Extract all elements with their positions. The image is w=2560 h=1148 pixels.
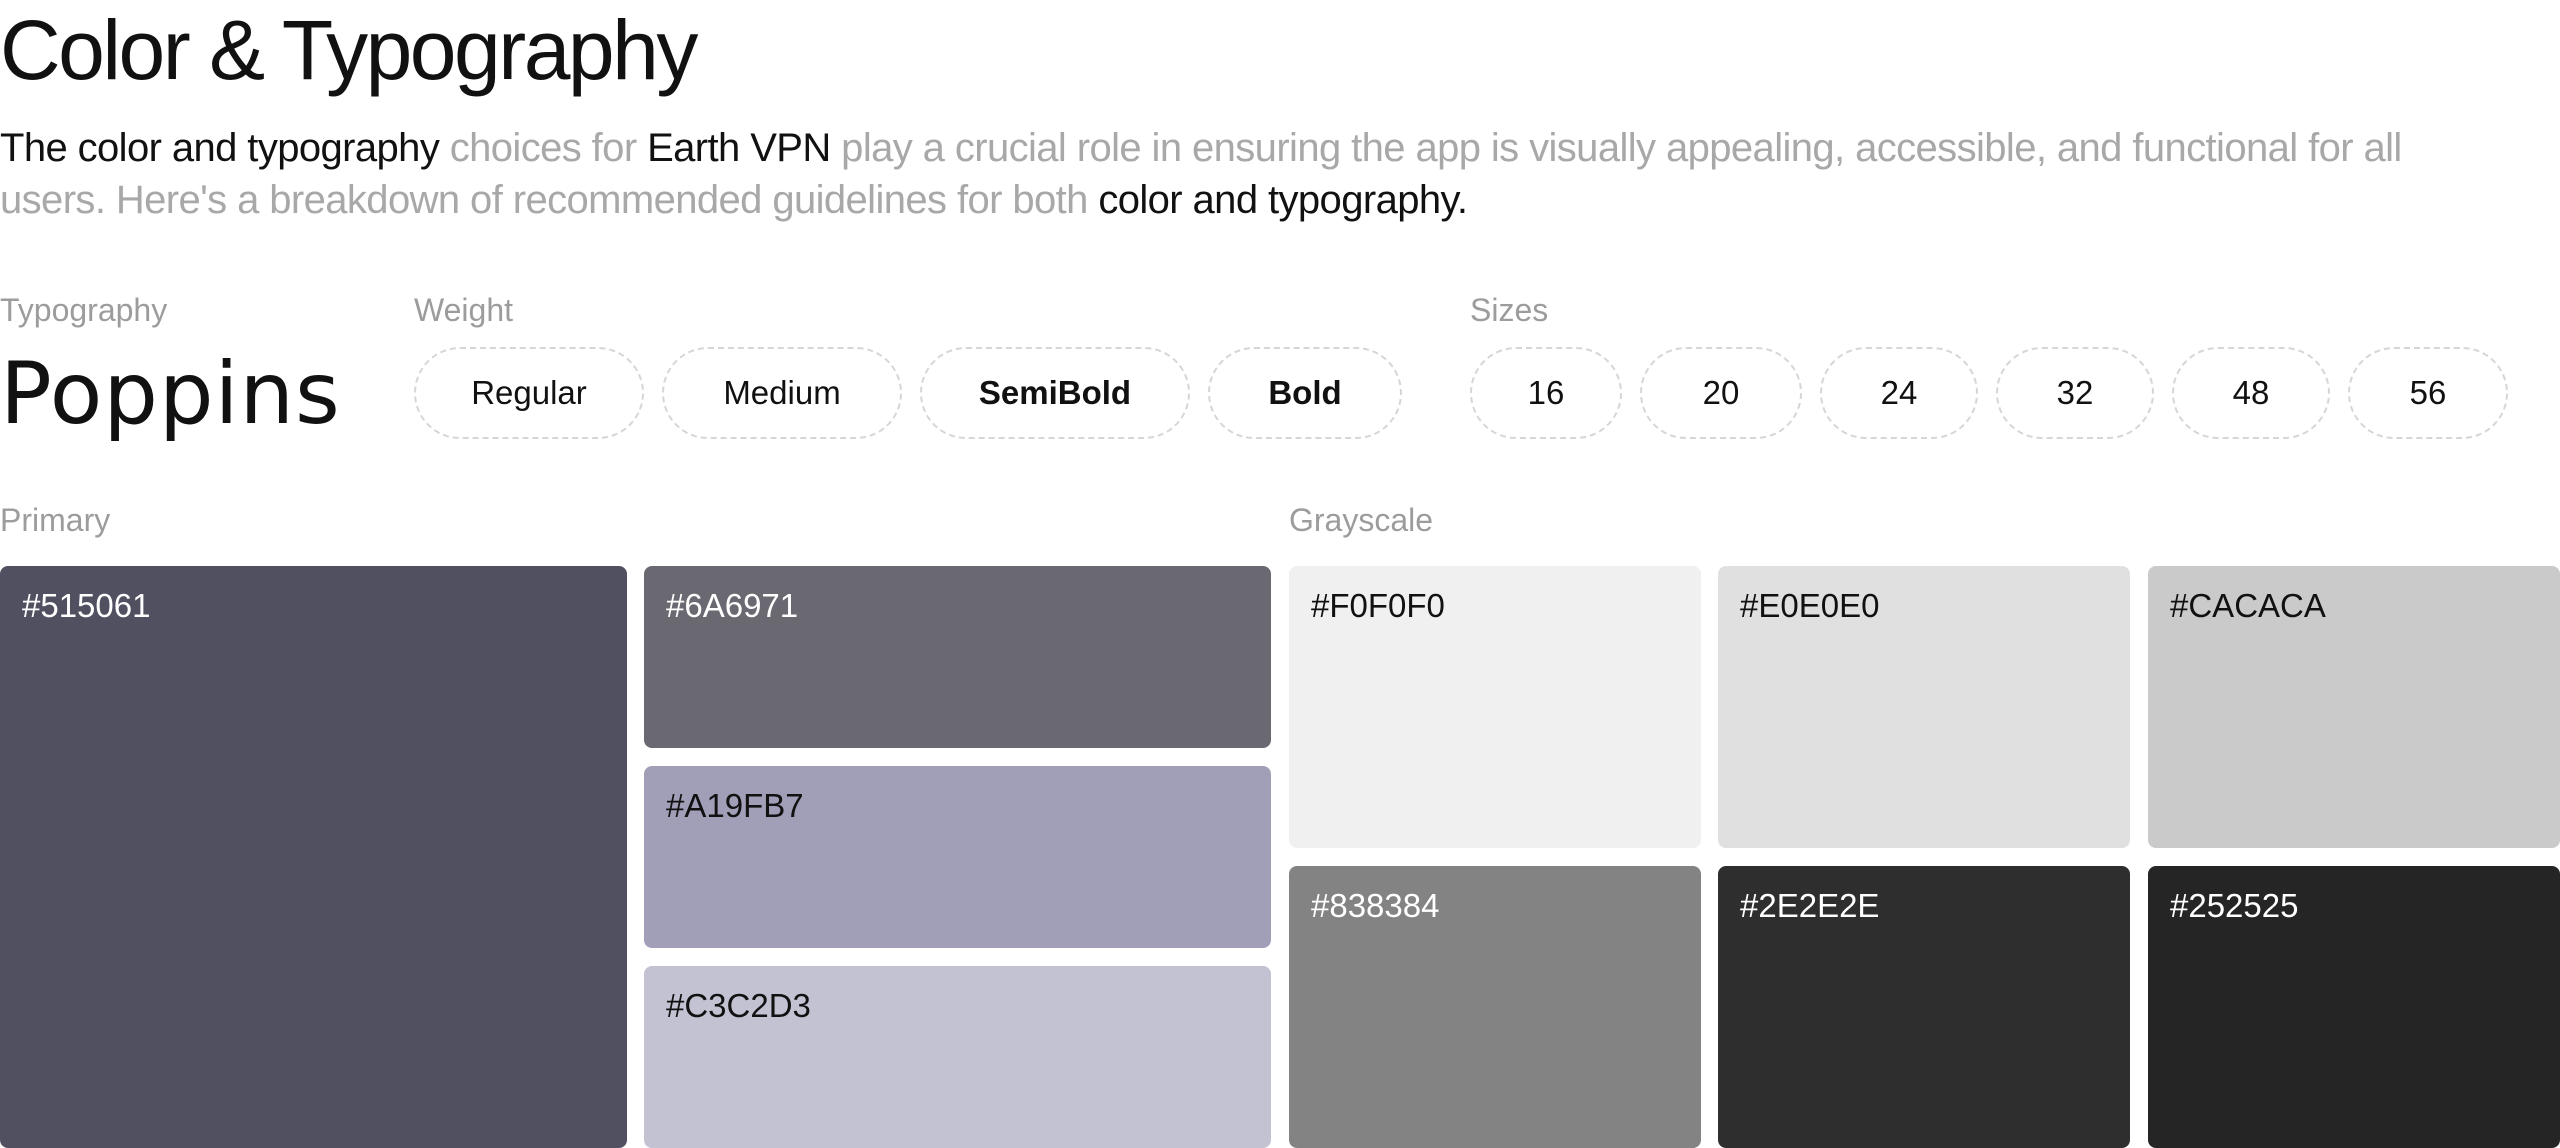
size-pill-16[interactable]: 16 — [1470, 347, 1622, 439]
size-pill-56[interactable]: 56 — [2348, 347, 2508, 439]
swatch-hex-code: #CACACA — [2170, 587, 2326, 624]
weight-pill-regular[interactable]: Regular — [414, 347, 644, 439]
color-swatch-6a6971: #6A6971 — [644, 566, 1271, 748]
swatch-hex-code: #A19FB7 — [666, 787, 804, 824]
color-swatch-2e2e2e: #2E2E2E — [1718, 866, 2130, 1148]
color-swatch-515061: #515061 — [0, 566, 627, 1148]
page-title: Color & Typography — [0, 3, 698, 97]
size-pill-32[interactable]: 32 — [1996, 347, 2154, 439]
weight-pill-semibold[interactable]: SemiBold — [920, 347, 1190, 439]
intro-highlight: The color and typography — [0, 126, 440, 170]
swatch-hex-code: #6A6971 — [666, 587, 799, 624]
swatch-hex-code: #C3C2D3 — [666, 987, 811, 1024]
swatch-hex-code: #2E2E2E — [1740, 887, 1880, 924]
weight-label: Weight — [414, 292, 514, 328]
intro-text: choices for — [439, 126, 648, 170]
intro-text: play a crucial role in ensuring the app … — [0, 126, 2402, 222]
weight-pill-bold[interactable]: Bold — [1208, 347, 1402, 439]
swatch-hex-code: #515061 — [22, 587, 151, 624]
color-swatch-cacaca: #CACACA — [2148, 566, 2560, 848]
typography-label: Typography — [0, 292, 168, 328]
color-swatch-f0f0f0: #F0F0F0 — [1289, 566, 1701, 848]
swatch-hex-code: #E0E0E0 — [1740, 587, 1880, 624]
intro-highlight: Earth VPN — [647, 126, 831, 170]
color-swatch-838384: #838384 — [1289, 866, 1701, 1148]
intro-paragraph: The color and typography choices for Ear… — [0, 122, 2500, 226]
primary-label: Primary — [0, 502, 111, 538]
color-swatch-e0e0e0: #E0E0E0 — [1718, 566, 2130, 848]
swatch-hex-code: #F0F0F0 — [1311, 587, 1445, 624]
swatch-hex-code: #252525 — [2170, 887, 2299, 924]
font-name-sample: Poppins — [0, 344, 341, 444]
swatch-hex-code: #838384 — [1311, 887, 1440, 924]
weight-pill-medium[interactable]: Medium — [662, 347, 902, 439]
color-swatch-c3c2d3: #C3C2D3 — [644, 966, 1271, 1148]
size-pill-24[interactable]: 24 — [1820, 347, 1978, 439]
color-swatch-252525: #252525 — [2148, 866, 2560, 1148]
grayscale-label: Grayscale — [1289, 502, 1434, 538]
size-pill-48[interactable]: 48 — [2172, 347, 2330, 439]
intro-highlight: color and typography. — [1098, 178, 1468, 222]
size-pill-20[interactable]: 20 — [1640, 347, 1802, 439]
sizes-label: Sizes — [1470, 292, 1549, 328]
color-swatch-a19fb7: #A19FB7 — [644, 766, 1271, 948]
